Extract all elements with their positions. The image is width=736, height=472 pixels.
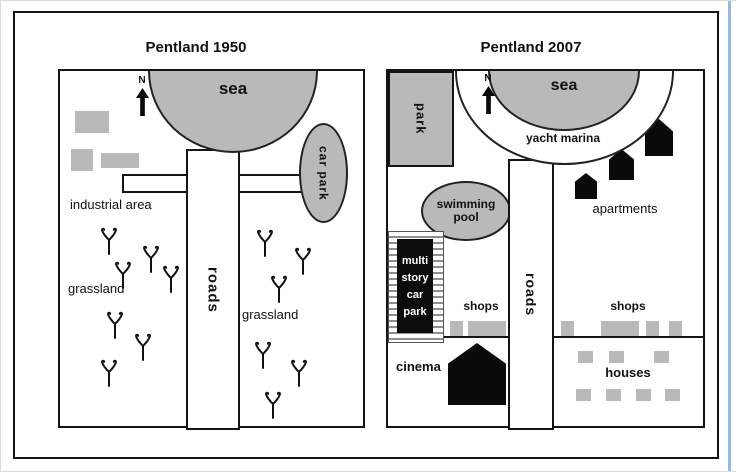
grass-plant-icon	[268, 275, 290, 303]
sea-label: sea	[218, 79, 248, 98]
map-2007: park sea yacht marina N roads swimming p…	[386, 69, 705, 430]
road-vertical-1950: roads	[186, 149, 240, 430]
industrial-building	[71, 149, 93, 171]
north-arrow-icon	[135, 88, 150, 116]
map-1950: sea N roads car park industrial area gra…	[58, 69, 365, 430]
roads-label: roads	[204, 266, 222, 313]
shop-building	[450, 321, 463, 336]
car-park-label: car park	[316, 145, 331, 201]
house-building	[578, 351, 593, 363]
shop-building	[561, 321, 574, 336]
house-building	[636, 389, 651, 401]
shops-label-west: shops	[463, 299, 499, 313]
map-1950-title: Pentland 1950	[145, 39, 247, 56]
multi-story-car-park-area: multi story car park	[388, 231, 444, 343]
cinema-building-icon	[448, 343, 506, 405]
industrial-building	[101, 153, 139, 168]
multi-story-line: park	[403, 305, 427, 318]
apartments-label: apartments	[592, 201, 658, 216]
grass-plant-icon	[160, 265, 182, 293]
house-building	[576, 389, 591, 401]
sea-area-1950: sea	[148, 71, 318, 153]
grass-plant-icon	[254, 229, 276, 257]
house-building	[665, 389, 680, 401]
multi-story-line: car	[406, 288, 424, 301]
house-building	[609, 351, 624, 363]
apartment-building-icon	[575, 173, 597, 199]
street-line	[388, 336, 508, 338]
cinema-label: cinema	[396, 359, 441, 374]
figure-border	[13, 11, 719, 459]
road-vertical-2007: roads	[508, 159, 554, 430]
park-area: park	[388, 71, 454, 167]
grassland-label-east: grassland	[242, 307, 299, 322]
grass-plant-icon	[252, 341, 274, 369]
grass-plant-icon	[98, 359, 120, 387]
multi-story-line: story	[401, 271, 429, 284]
shop-building	[669, 321, 682, 336]
houses-label: houses	[605, 365, 651, 380]
car-park-area: car park	[299, 123, 348, 223]
shop-building	[468, 321, 506, 336]
window-edge-line	[728, 1, 731, 471]
grass-plant-icon	[140, 245, 162, 273]
park-label: park	[413, 103, 429, 135]
yacht-marina-label: yacht marina	[525, 131, 601, 145]
industrial-building	[75, 111, 109, 133]
shop-building	[601, 321, 639, 336]
map-2007-title: Pentland 2007	[480, 39, 582, 56]
sea-label: sea	[550, 77, 578, 94]
multi-story-car-park-sign: multi story car park	[397, 239, 433, 333]
roads-label: roads	[523, 272, 539, 317]
grass-plant-icon	[288, 359, 310, 387]
grassland-label-west: grassland	[68, 281, 125, 296]
grass-plant-icon	[262, 391, 284, 419]
grass-plant-icon	[98, 227, 120, 255]
grass-plant-icon	[132, 333, 154, 361]
house-building	[606, 389, 621, 401]
house-building	[654, 351, 669, 363]
swimming-pool-label: swimming pool	[436, 197, 496, 224]
shops-label-east: shops	[610, 299, 646, 313]
north-label: N	[484, 73, 492, 84]
multi-story-line: multi	[401, 254, 429, 267]
grass-plant-icon	[104, 311, 126, 339]
industrial-area-label: industrial area	[70, 197, 152, 212]
shop-building	[646, 321, 659, 336]
north-label: N	[138, 75, 146, 86]
grass-plant-icon	[292, 247, 314, 275]
north-arrow-icon	[481, 86, 496, 114]
street-line	[548, 336, 703, 338]
